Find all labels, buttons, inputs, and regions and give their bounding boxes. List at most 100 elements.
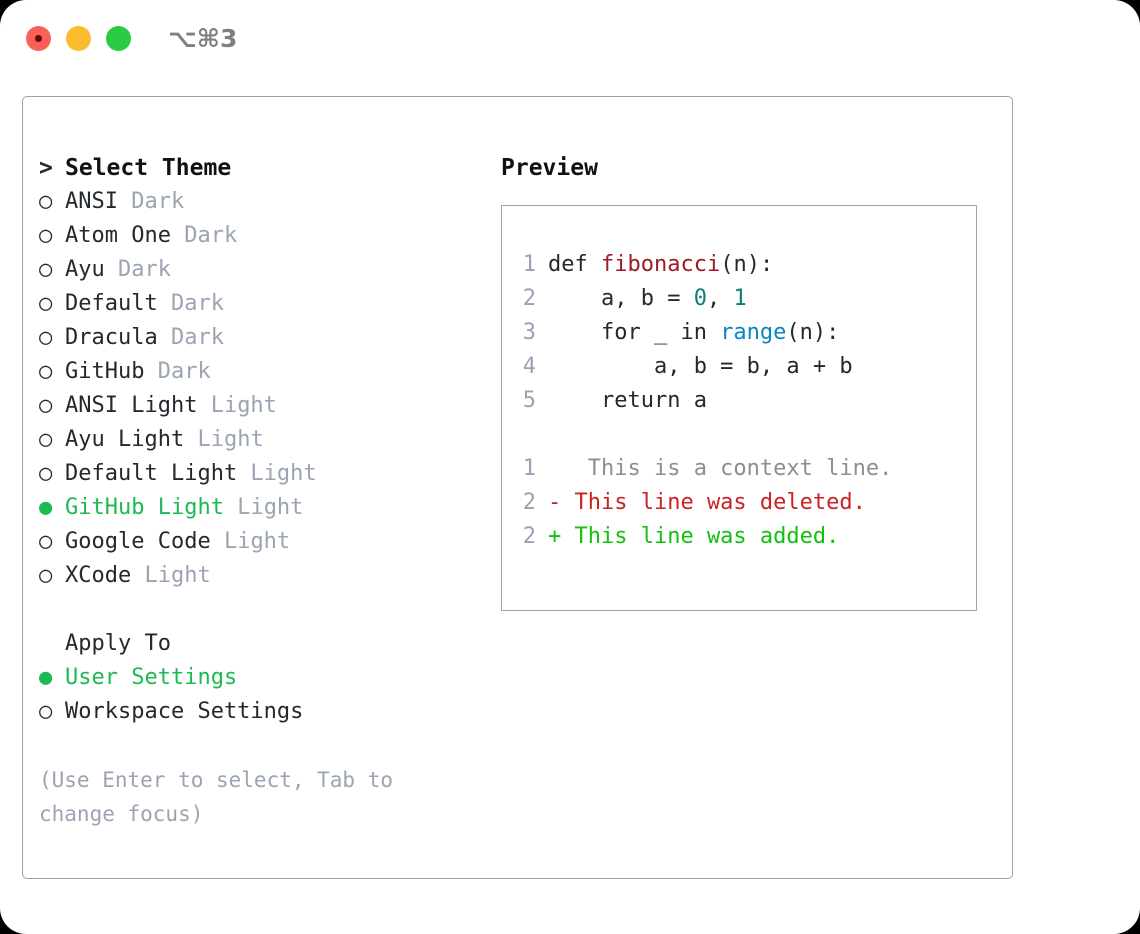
diff-line: 2+ This line was added. [512,520,892,554]
radio-unselected-icon: ○ [39,257,53,282]
code-token: def [548,252,601,277]
theme-name: Atom One [65,223,171,248]
diff-text: This is a context line. [548,456,893,481]
apply-to-item[interactable]: ● User Settings [39,661,469,695]
theme-name: Ayu Light [65,427,185,452]
radio-unselected-icon: ○ [39,359,53,384]
code-spacer [512,418,892,452]
theme-variant: Light [210,529,291,554]
cursor-marker-icon: > [39,155,53,181]
radio-unselected-icon: ○ [39,427,53,452]
code-token: range [720,320,787,345]
code-token: 0 [693,286,707,311]
apply-to-label: User Settings [65,665,238,690]
line-number: 1 [522,456,536,481]
theme-variant: Light [237,461,317,486]
code-token: fibonacci [600,252,721,277]
line-number: 3 [522,320,536,345]
theme-variant: Dark [170,223,238,248]
radio-unselected-icon: ○ [39,393,53,418]
code-token: a, b = b, a + b [548,354,853,379]
line-number: 2 [522,490,536,515]
theme-variant: Dark [104,257,171,282]
radio-unselected-icon: ○ [39,529,53,554]
theme-variant: Dark [117,189,185,214]
minimize-button[interactable] [66,26,91,51]
theme-picker-panel: > Select Theme ○ ANSI Dark ○ Atom One Dark ○ A… [39,151,469,831]
theme-list-item[interactable]: ○ GitHub Dark [39,355,469,389]
theme-variant: Dark [157,291,224,316]
radio-unselected-icon: ○ [39,291,53,316]
theme-name: Ayu [65,257,105,282]
theme-name: Default [65,291,158,316]
apply-to-item[interactable]: ○ Workspace Settings [39,695,469,729]
apply-to-list: ● User Settings ○ Workspace Settings [39,661,469,729]
diff-text: - This line was deleted. [548,490,866,515]
line-number: 2 [522,286,536,311]
radio-unselected-icon: ○ [39,189,53,214]
theme-list-item[interactable]: ○ Ayu Light Light [39,423,469,457]
theme-list-item[interactable]: ○ ANSI Light Light [39,389,469,423]
theme-variant: Light [223,495,304,520]
window-titlebar: ⌥⌘3 [0,0,1140,78]
theme-variant: Light [197,393,277,418]
code-token: , [706,286,734,311]
line-number: 1 [522,252,536,277]
theme-variant: Light [131,563,211,588]
line-number: 4 [522,354,536,379]
radio-unselected-icon: ○ [39,699,53,724]
diff-text: + This line was added. [548,524,840,549]
theme-name: GitHub Light [65,495,224,520]
theme-picker-title: Select Theme [65,155,232,181]
theme-list-item[interactable]: ○ ANSI Dark [39,185,469,219]
content-frame: > Select Theme ○ ANSI Dark ○ Atom One Dark ○ A… [22,96,1013,879]
code-line: 4 a, b = b, a + b [512,350,892,384]
theme-list-item[interactable]: ○ Default Dark [39,287,469,321]
theme-list-item[interactable]: ○ Default Light Light [39,457,469,491]
radio-unselected-icon: ○ [39,461,53,486]
theme-list: ○ ANSI Dark ○ Atom One Dark ○ Ayu Dark ○ Defaul… [39,185,469,593]
code-token: for _ in [548,320,721,345]
theme-name: Dracula [65,325,158,350]
code-token: (n): [720,252,774,277]
code-token: (n): [786,320,840,345]
line-number: 5 [522,388,536,413]
keyboard-hint-text: (Use Enter to select, Tab to change focu… [39,768,394,826]
theme-list-item[interactable]: ○ Ayu Dark [39,253,469,287]
theme-name: XCode [65,563,132,588]
code-line: 3 for _ in range(n): [512,316,892,350]
apply-to-header: Apply To [65,631,171,656]
theme-variant: Dark [157,325,224,350]
radio-unselected-icon: ○ [39,223,53,248]
apply-to-label: Workspace Settings [65,699,304,724]
theme-list-item[interactable]: ○ Atom One Dark [39,219,469,253]
theme-list-item[interactable]: ○Google Code Light [39,525,469,559]
code-line: 1 def fibonacci(n): [512,248,892,282]
theme-list-item[interactable]: ○ XCode Light [39,559,469,593]
radio-unselected-icon: ○ [39,563,53,588]
diff-line: 2 - This line was deleted. [512,486,892,520]
theme-name: ANSI Light [65,393,198,418]
radio-unselected-icon: ○ [39,325,53,350]
theme-variant: Light [184,427,264,452]
theme-list-item[interactable]: ● GitHub Light Light [39,491,469,525]
theme-picker-header: > Select Theme [39,151,469,185]
close-icon [35,35,42,42]
theme-name: Default Light [65,461,238,486]
radio-selected-icon: ● [39,495,53,520]
keyboard-shortcut-label: ⌥⌘3 [168,24,238,53]
code-token: return a [548,388,707,413]
theme-name: ANSI [65,189,118,214]
theme-name: GitHub [65,359,145,384]
theme-variant: Dark [144,359,211,384]
radio-selected-icon: ● [39,665,53,690]
code-token: a, b = [548,286,694,311]
preview-title: Preview [501,155,598,181]
theme-list-item[interactable]: ○ Dracula Dark [39,321,469,355]
maximize-button[interactable] [106,26,131,51]
diff-line: 1 This is a context line. [512,452,893,486]
